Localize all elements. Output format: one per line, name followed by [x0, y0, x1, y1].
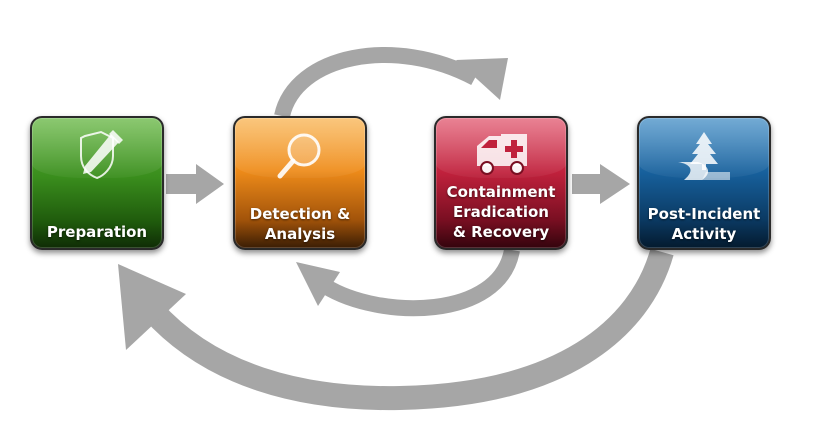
- magnifier-icon: [235, 128, 365, 184]
- arrow-preparation-to-detection: [166, 164, 224, 204]
- phase-label-line: Detection &: [249, 205, 351, 223]
- tree-road-icon: [639, 128, 769, 184]
- shield-pen-icon: [32, 128, 162, 184]
- arrow-loop-containment-to-detection: [320, 248, 520, 317]
- arrow-loop-detection-to-containment: [274, 47, 479, 119]
- arrowhead-loop-bottom: [296, 262, 340, 306]
- phase-preparation: Preparation: [30, 116, 164, 250]
- phase-label: Containment Eradication & Recovery: [440, 182, 562, 242]
- ambulance-icon: [436, 124, 566, 180]
- phase-post-incident-activity: Post-Incident Activity: [637, 116, 771, 250]
- phase-detection-analysis: Detection & Analysis: [233, 116, 367, 250]
- phase-label-line: Containment: [446, 183, 556, 201]
- phase-label-line: Activity: [671, 225, 737, 243]
- phase-label: Preparation: [36, 222, 158, 242]
- arrow-containment-to-post-incident: [572, 164, 630, 204]
- phase-label: Detection & Analysis: [239, 204, 361, 244]
- phase-label-line: Post-Incident: [647, 205, 761, 223]
- arrow-loop-post-incident-to-preparation: [143, 248, 674, 411]
- arrowhead-loop-top: [456, 58, 508, 100]
- phase-label-line: Eradication: [453, 203, 549, 221]
- arrowhead-loop-return: [118, 264, 186, 350]
- phase-label: Post-Incident Activity: [643, 204, 765, 244]
- phase-label-line: Preparation: [46, 223, 148, 241]
- phase-label-line: & Recovery: [452, 223, 550, 241]
- phase-label-line: Analysis: [264, 225, 336, 243]
- phase-containment-eradication-recovery: Containment Eradication & Recovery: [434, 116, 568, 250]
